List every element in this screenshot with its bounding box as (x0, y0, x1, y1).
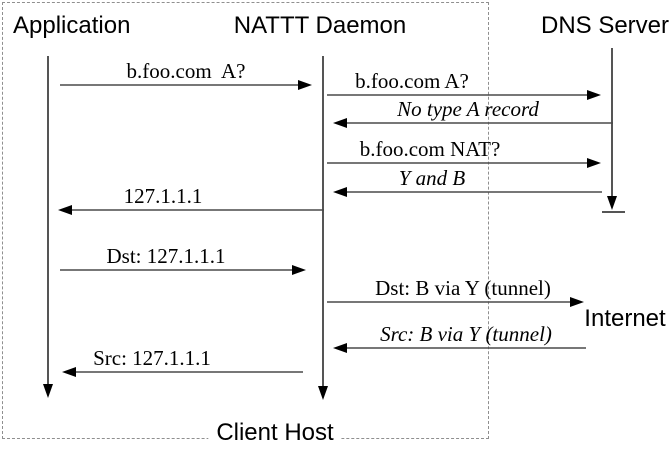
message-arrowhead-0 (298, 80, 312, 90)
message-label-9: Src: 127.1.1.1 (93, 346, 211, 370)
lifeline-application-arrowhead (43, 384, 53, 398)
message-arrowhead-8 (333, 343, 347, 353)
message-arrowhead-2 (333, 118, 347, 128)
message-label-2: No type A record (397, 97, 539, 121)
message-arrowhead-5 (58, 205, 72, 215)
message-label-7: Dst: B via Y (tunnel) (375, 276, 551, 300)
message-arrowhead-3 (587, 158, 601, 168)
lifeline-dns-server-arrowhead (607, 196, 617, 210)
actor-label-internet: Internet (584, 305, 666, 332)
message-label-0: b.foo.com A? (126, 59, 246, 83)
message-arrowhead-9 (62, 367, 76, 377)
message-arrowhead-4 (333, 187, 347, 197)
actor-label-nattt-daemon: NATTT Daemon (233, 12, 407, 39)
message-label-6: Dst: 127.1.1.1 (106, 244, 226, 268)
message-label-3: b.foo.com NAT? (359, 137, 501, 161)
lifeline-nattt-daemon-arrowhead (318, 386, 328, 400)
message-label-8: Src: B via Y (tunnel) (380, 322, 552, 346)
message-arrowhead-7 (570, 297, 584, 307)
message-arrowhead-6 (292, 265, 306, 275)
actor-label-dns-server: DNS Server (540, 12, 670, 39)
actor-label-client-host: Client Host (208, 420, 342, 446)
message-label-1: b.foo.com A? (355, 69, 469, 93)
message-label-5: 127.1.1.1 (123, 184, 203, 208)
message-label-4: Y and B (398, 166, 466, 190)
actor-label-application: Application (13, 12, 131, 39)
message-arrowhead-1 (587, 90, 601, 100)
